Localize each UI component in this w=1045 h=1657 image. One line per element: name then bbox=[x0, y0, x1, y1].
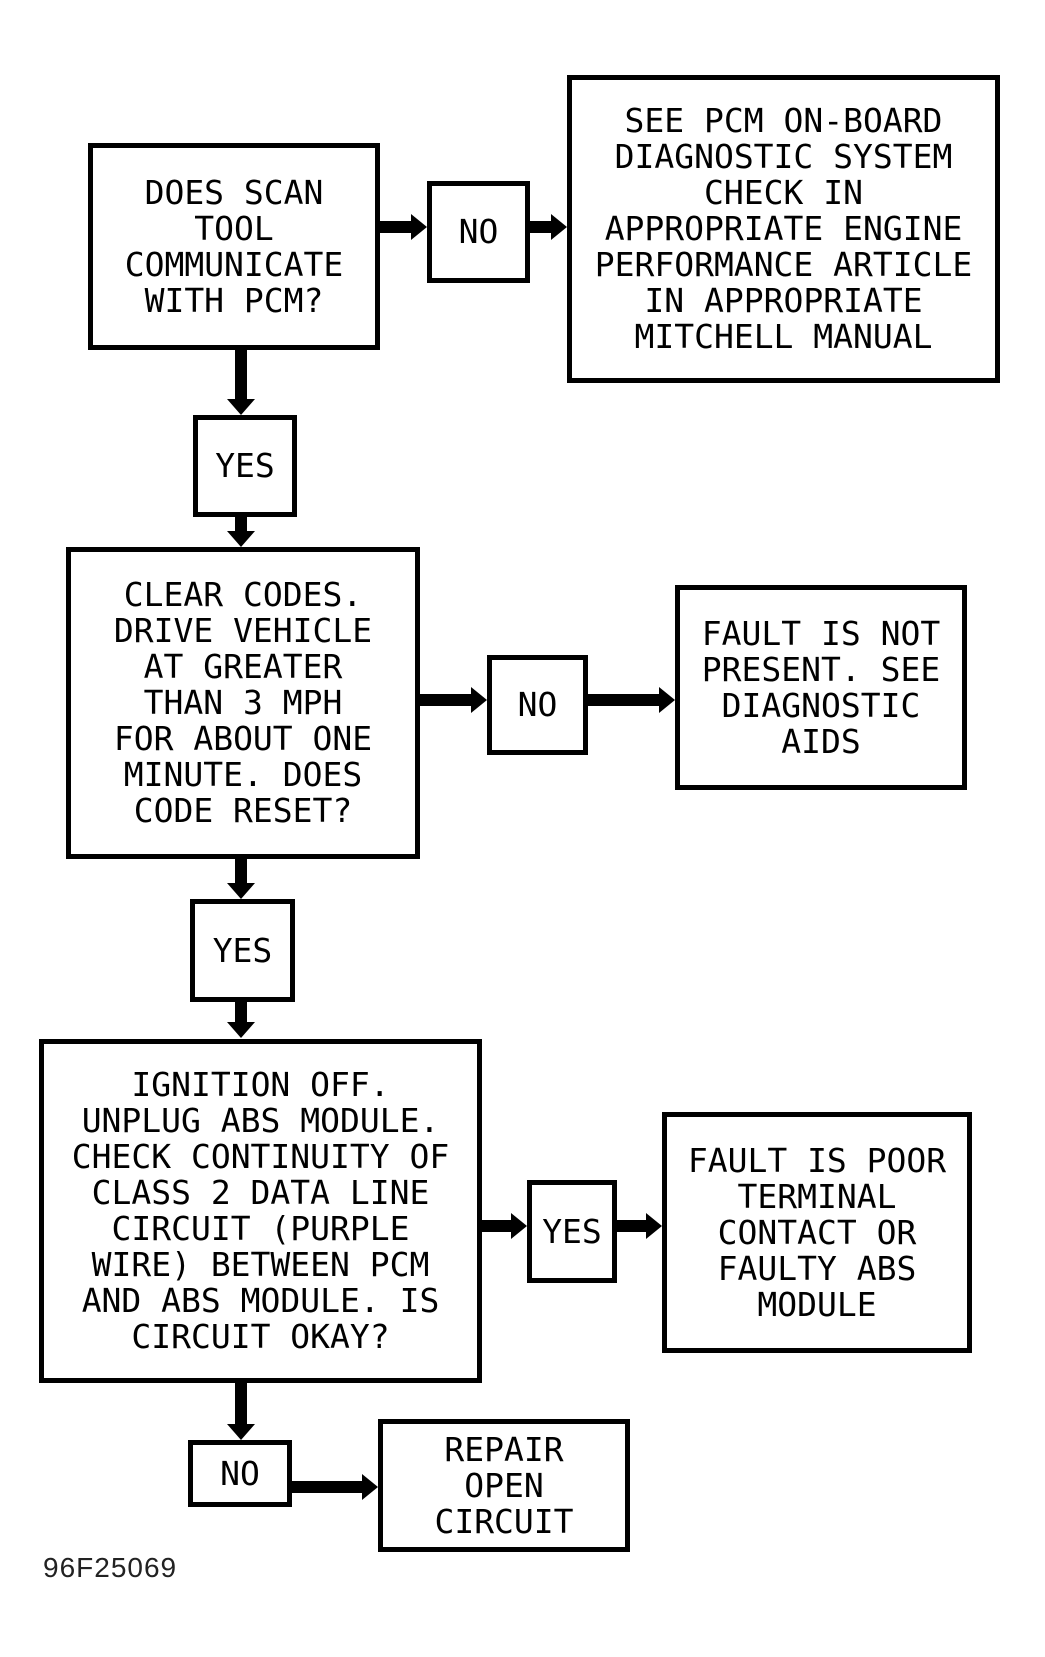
decision-box-scan-tool-communicate: DOES SCAN TOOL COMMUNICATE WITH PCM? bbox=[88, 143, 380, 350]
arrow-q3-to-no3 bbox=[227, 1383, 255, 1440]
arrow-head bbox=[362, 1474, 378, 1500]
label-box-no-2-text: NO bbox=[517, 685, 558, 724]
label-box-no-2: NO bbox=[487, 655, 588, 755]
result-box-fault-poor-terminal-text: FAULT IS POOR TERMINAL CONTACT OR FAULTY… bbox=[687, 1140, 947, 1324]
arrow-shaft bbox=[235, 859, 247, 883]
arrow-q1-to-yes1 bbox=[227, 350, 255, 415]
arrow-head bbox=[227, 883, 255, 899]
label-box-yes-3: YES bbox=[527, 1180, 617, 1283]
arrow-head bbox=[227, 531, 255, 547]
arrow-head bbox=[227, 399, 255, 415]
arrow-shaft bbox=[235, 1002, 247, 1022]
arrow-shaft bbox=[482, 1220, 511, 1232]
result-box-fault-poor-terminal: FAULT IS POOR TERMINAL CONTACT OR FAULTY… bbox=[662, 1112, 972, 1353]
figure-code: 96F25069 bbox=[43, 1552, 178, 1583]
label-box-yes-1-text: YES bbox=[215, 446, 275, 485]
arrow-shaft bbox=[235, 350, 247, 399]
arrow-head bbox=[551, 214, 567, 240]
arrow-no3-to-r4 bbox=[292, 1474, 378, 1500]
label-box-yes-2: YES bbox=[190, 899, 295, 1002]
arrow-head bbox=[227, 1424, 255, 1440]
arrow-head bbox=[227, 1022, 255, 1038]
label-box-yes-1: YES bbox=[193, 415, 297, 517]
arrow-head bbox=[411, 214, 427, 240]
arrow-head bbox=[646, 1213, 662, 1239]
decision-box-clear-codes-drive-text: CLEAR CODES. DRIVE VEHICLE AT GREATER TH… bbox=[113, 575, 373, 830]
label-box-yes-2-text: YES bbox=[212, 930, 273, 970]
arrow-q2-to-no2 bbox=[420, 687, 487, 713]
arrow-shaft bbox=[292, 1481, 362, 1493]
decision-box-scan-tool-communicate-text: DOES SCAN TOOL COMMUNICATE WITH PCM? bbox=[124, 172, 344, 320]
arrow-head bbox=[511, 1213, 527, 1239]
result-box-repair-open-circuit-text: REPAIR OPEN CIRCUIT bbox=[434, 1429, 574, 1541]
arrow-head bbox=[471, 687, 487, 713]
result-box-see-pcm-on-board: SEE PCM ON-BOARD DIAGNOSTIC SYSTEM CHECK… bbox=[567, 75, 1000, 383]
label-box-no-3: NO bbox=[188, 1440, 292, 1507]
arrow-head bbox=[659, 687, 675, 713]
arrow-shaft bbox=[617, 1220, 646, 1232]
arrow-shaft bbox=[235, 517, 247, 531]
label-box-no-3-text: NO bbox=[220, 1453, 260, 1493]
arrow-shaft bbox=[588, 694, 659, 706]
result-box-fault-not-present: FAULT IS NOT PRESENT. SEE DIAGNOSTIC AID… bbox=[675, 585, 967, 790]
result-box-see-pcm-on-board-text: SEE PCM ON-BOARD DIAGNOSTIC SYSTEM CHECK… bbox=[594, 101, 973, 356]
arrow-no1-to-r1 bbox=[530, 214, 567, 240]
arrow-yes3-to-r3 bbox=[617, 1213, 662, 1239]
arrow-shaft bbox=[235, 1383, 247, 1424]
arrow-shaft bbox=[530, 221, 551, 233]
label-box-yes-3-text: YES bbox=[542, 1211, 602, 1251]
arrow-q1-to-no1 bbox=[380, 214, 427, 240]
decision-box-clear-codes-drive: CLEAR CODES. DRIVE VEHICLE AT GREATER TH… bbox=[66, 547, 420, 859]
label-box-no-1: NO bbox=[427, 181, 530, 283]
result-box-repair-open-circuit: REPAIR OPEN CIRCUIT bbox=[378, 1419, 630, 1552]
arrow-shaft bbox=[380, 221, 411, 233]
arrow-yes2-to-q3 bbox=[227, 1002, 255, 1038]
arrow-q3-to-yes3 bbox=[482, 1213, 527, 1239]
label-box-no-1-text: NO bbox=[458, 212, 499, 251]
result-box-fault-not-present-text: FAULT IS NOT PRESENT. SEE DIAGNOSTIC AID… bbox=[701, 613, 941, 761]
arrow-no2-to-r2 bbox=[588, 687, 675, 713]
arrow-yes1-to-q2 bbox=[227, 517, 255, 547]
arrow-q2-to-yes2 bbox=[227, 859, 255, 899]
decision-box-ignition-off-continuity: IGNITION OFF. UNPLUG ABS MODULE. CHECK C… bbox=[39, 1039, 482, 1383]
decision-box-ignition-off-continuity-text: IGNITION OFF. UNPLUG ABS MODULE. CHECK C… bbox=[71, 1065, 450, 1356]
arrow-shaft bbox=[420, 694, 471, 706]
